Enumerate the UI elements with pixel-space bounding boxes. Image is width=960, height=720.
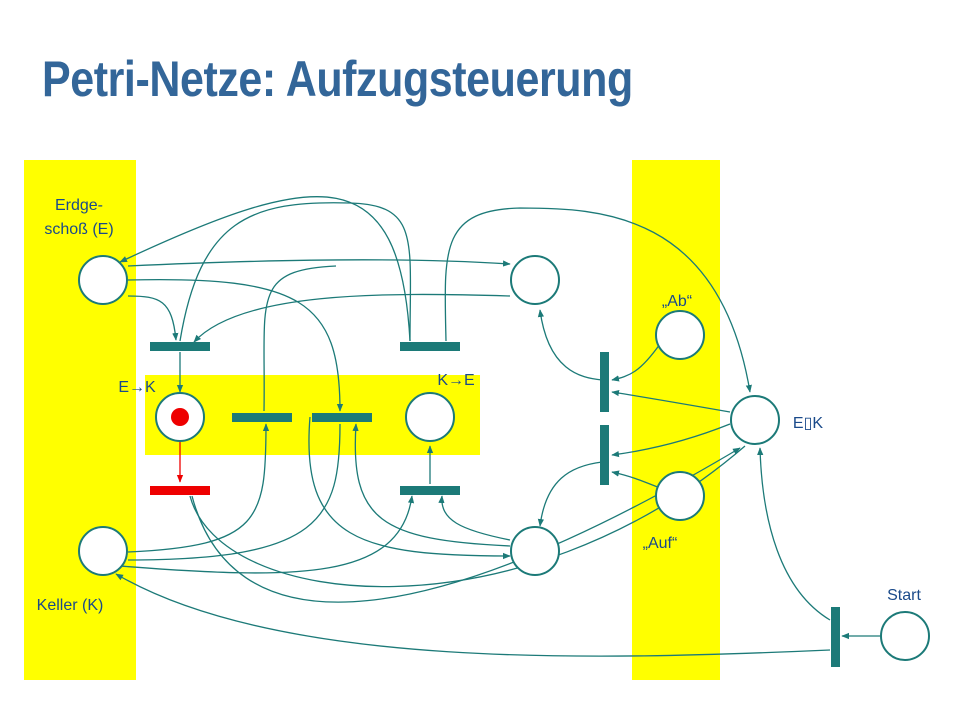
arc-down-to-transition	[611, 343, 661, 382]
arc-transition-to-basement-ready	[537, 461, 603, 527]
k-to-e-label: K→E	[437, 372, 474, 389]
ground-floor-ready-place[interactable]	[510, 255, 560, 305]
arc-k-to-e-to-ground	[119, 196, 411, 342]
arc-basement-ready-to-middle	[352, 423, 511, 547]
basement-label: Keller (K)	[37, 597, 104, 614]
arc-e-to-k-to-ready	[263, 265, 337, 412]
start-transition[interactable]	[831, 607, 840, 667]
down-transition[interactable]	[600, 352, 609, 412]
e-to-k-start-transition[interactable]	[150, 342, 210, 351]
ground-floor-label-line2: schoß (E)	[44, 221, 113, 238]
start-place[interactable]	[880, 611, 930, 661]
arrive-basement-transition[interactable]	[150, 486, 210, 495]
left-middle-transition[interactable]	[232, 413, 292, 422]
ground-floor-label-line1: Erdge-	[55, 197, 103, 214]
arc-up-to-transition	[611, 470, 661, 489]
arc-ground-to-ready	[127, 259, 511, 267]
request-band	[632, 160, 720, 680]
basement-ready-place[interactable]	[510, 526, 560, 576]
arc-arrive-k-to-request	[189, 445, 746, 588]
arc-request-to-up-transition	[611, 423, 731, 458]
k-to-e-start-transition[interactable]	[400, 486, 460, 495]
basement-place[interactable]	[78, 526, 128, 576]
start-label: Start	[887, 587, 921, 604]
arc-request-to-down-transition	[611, 390, 731, 413]
request-place[interactable]	[730, 395, 780, 445]
ground-basement-band	[24, 160, 136, 680]
up-request-label: „Auf“	[643, 535, 678, 552]
arc-ready-k-to-k-to-e	[438, 495, 511, 541]
e-to-k-label: E→K	[118, 379, 156, 396]
k-to-e-end-transition[interactable]	[400, 342, 460, 351]
arc-basement-to-left-middle	[127, 423, 270, 553]
slide-title: Petri-Netze: Aufzugsteuerung	[42, 51, 633, 107]
up-request-place[interactable]	[655, 471, 705, 521]
ground-floor-place[interactable]	[78, 255, 128, 305]
arc-transition-to-ground-ready	[537, 309, 603, 381]
arc-start-transition-to-basement	[115, 573, 831, 657]
request-label: E▯K	[793, 415, 823, 432]
down-request-place[interactable]	[655, 310, 705, 360]
arc-middle-to-basement-ready	[308, 416, 511, 560]
arc-start-transition-to-request	[757, 447, 831, 621]
arc-ground-to-e-to-k	[127, 295, 179, 341]
arc-ready-to-e-to-k	[193, 293, 511, 343]
down-request-label: „Ab“	[662, 293, 692, 310]
up-transition[interactable]	[600, 425, 609, 485]
arc-request-to-k-to-e	[444, 207, 752, 393]
arc-basement-to-k-to-e	[119, 495, 415, 574]
token	[171, 408, 189, 426]
arc-e-to-k-to-request	[179, 202, 412, 342]
arc-arrive-k-to-basement	[191, 447, 741, 603]
right-middle-transition[interactable]	[312, 413, 372, 422]
moving-k-to-e-place[interactable]	[405, 392, 455, 442]
arc-ground-to-middle-transition	[127, 278, 344, 412]
arc-basement-to-right-middle	[127, 423, 341, 561]
